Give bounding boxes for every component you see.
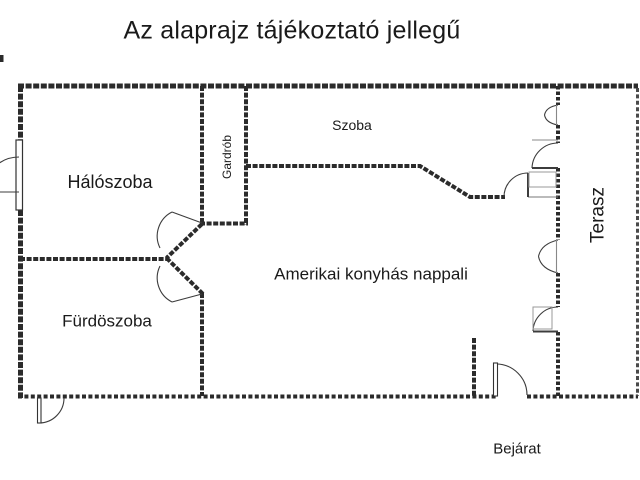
bedroom-window bbox=[0, 139, 24, 211]
exterior-door-leaf bbox=[36, 397, 42, 424]
living-terrace-cabinet bbox=[532, 306, 553, 330]
terrace-windows bbox=[537, 104, 559, 274]
entrance-door-arc bbox=[495, 363, 528, 396]
bathroom-door-arc bbox=[156, 265, 173, 303]
szoba-door-arc bbox=[503, 172, 529, 198]
room-label-szoba: Szoba bbox=[332, 117, 372, 133]
interior-walls bbox=[20, 86, 560, 396]
entrance-door-leaf bbox=[492, 362, 499, 397]
wall-szoba-bottom bbox=[246, 164, 505, 199]
outer-walls bbox=[18, 83, 639, 399]
doors bbox=[36, 139, 559, 424]
room-label-bejarat: Bejárat bbox=[493, 440, 541, 458]
print-speck bbox=[0, 55, 4, 62]
bedroom-door-leaf bbox=[171, 211, 203, 224]
exterior-door-arc bbox=[38, 397, 65, 424]
bathroom-door-leaf bbox=[171, 293, 203, 303]
window-frame bbox=[15, 139, 24, 211]
room-label-haloszoba: Hálószoba bbox=[67, 172, 153, 192]
bedroom-door-arc bbox=[156, 211, 173, 249]
room-label-furdoszoba: Fürdöszoba bbox=[62, 311, 152, 331]
room-label-terasz: Terasz bbox=[587, 187, 609, 243]
szoba-terrace-door-arc bbox=[531, 142, 559, 169]
room-label-nappali: Amerikai konyhás nappali bbox=[274, 264, 468, 284]
terrace-window-lower bbox=[537, 239, 559, 274]
wall-diagonal-upper bbox=[165, 222, 204, 260]
wall-diagonal-lower bbox=[165, 256, 205, 296]
szoba-cabinet bbox=[528, 171, 557, 188]
living-terrace-door-arc bbox=[532, 306, 559, 332]
left-door-arc bbox=[0, 156, 20, 164]
room-label-gardrob: Gardrób bbox=[220, 134, 234, 180]
plan-disclaimer-title: Az alaprajz tájékoztató jellegű bbox=[123, 16, 461, 45]
